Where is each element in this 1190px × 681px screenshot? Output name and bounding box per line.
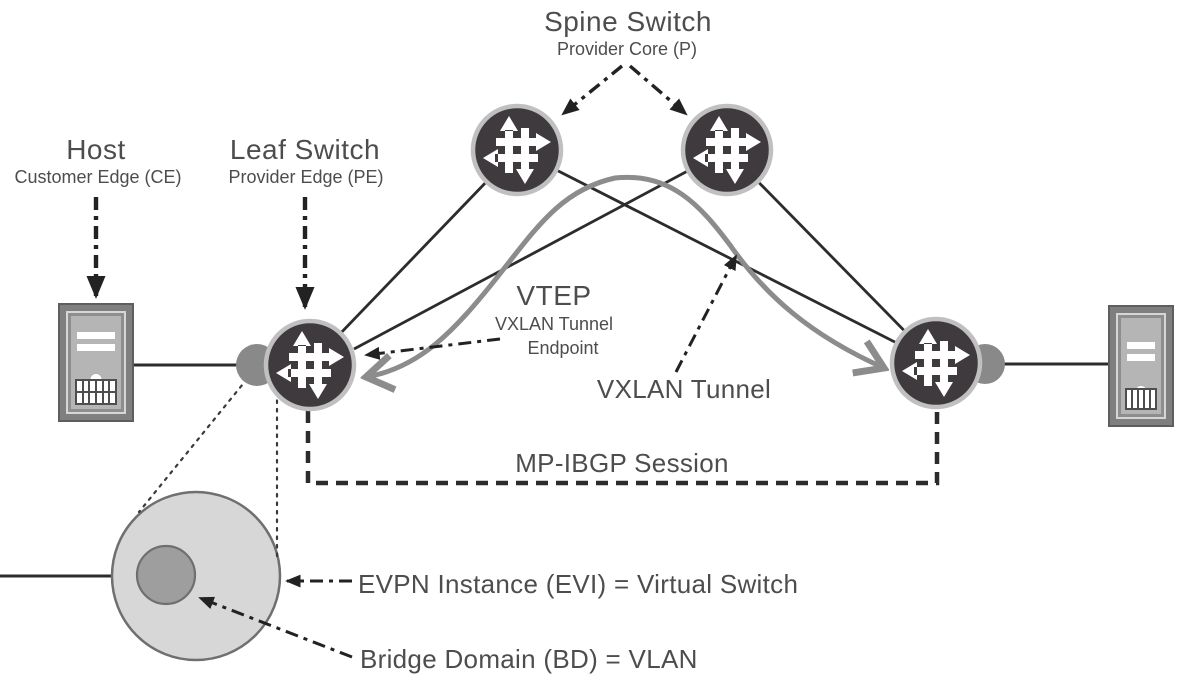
vxlan-tunnel-label: VXLAN Tunnel: [596, 374, 772, 404]
link-leafL-spineL: [308, 149, 519, 366]
host-stripe: [1127, 354, 1155, 361]
spine-switch-title: Spine Switch: [544, 6, 712, 37]
host-title: Host: [66, 134, 126, 165]
host-right-frame: [1116, 313, 1166, 419]
host-left-panel: [71, 316, 121, 409]
vtep-callout-arrow: [364, 337, 501, 360]
magnifier-cone-left-line: [137, 377, 249, 514]
bd-callout-arrow: [198, 596, 353, 659]
spine-switch-right-icon: [683, 106, 771, 194]
host-stripe: [77, 332, 115, 339]
vtep-subtitle-line1: VXLAN Tunnel: [494, 314, 614, 334]
leaf-switch-title: Leaf Switch: [229, 134, 381, 165]
host-keypad: [75, 379, 117, 405]
spine-label-arrow-right: [628, 64, 688, 116]
leaf-switch-subtitle: Provider Edge (PE): [228, 167, 384, 187]
mp-ibgp-session-label: MP-IBGP Session: [515, 448, 729, 478]
leaf-switch-left-icon: [266, 321, 354, 409]
host-left-frame: [66, 311, 126, 414]
bd-label: Bridge Domain (BD) = VLAN: [360, 644, 698, 674]
spine-switch-left-icon: [473, 106, 561, 194]
mp-ibgp-session-line: [305, 411, 940, 486]
vtep-title: VTEP: [516, 280, 592, 311]
evi-label: EVPN Instance (EVI) = Virtual Switch: [358, 569, 799, 599]
spine-label-arrow-left: [561, 64, 624, 116]
leaf-switch-right-icon: [892, 319, 980, 407]
host-stripe: [77, 344, 115, 351]
bridge-domain-circle: [135, 544, 197, 606]
host-right-icon: [1108, 305, 1174, 427]
host-subtitle: Customer Edge (CE): [14, 167, 182, 187]
host-keypad: [1125, 388, 1157, 410]
host-right-panel: [1121, 318, 1161, 414]
host-stripe: [1127, 342, 1155, 349]
spine-switch-subtitle: Provider Core (P): [556, 39, 698, 59]
vtep-subtitle-line2: Endpoint: [527, 338, 599, 358]
link-leafR-spineR: [726, 149, 937, 364]
host-left-icon: [58, 303, 134, 422]
vxlan-tunnel-arc: [366, 174, 884, 377]
vxlan-tunnel-callout-arrow: [674, 254, 738, 373]
